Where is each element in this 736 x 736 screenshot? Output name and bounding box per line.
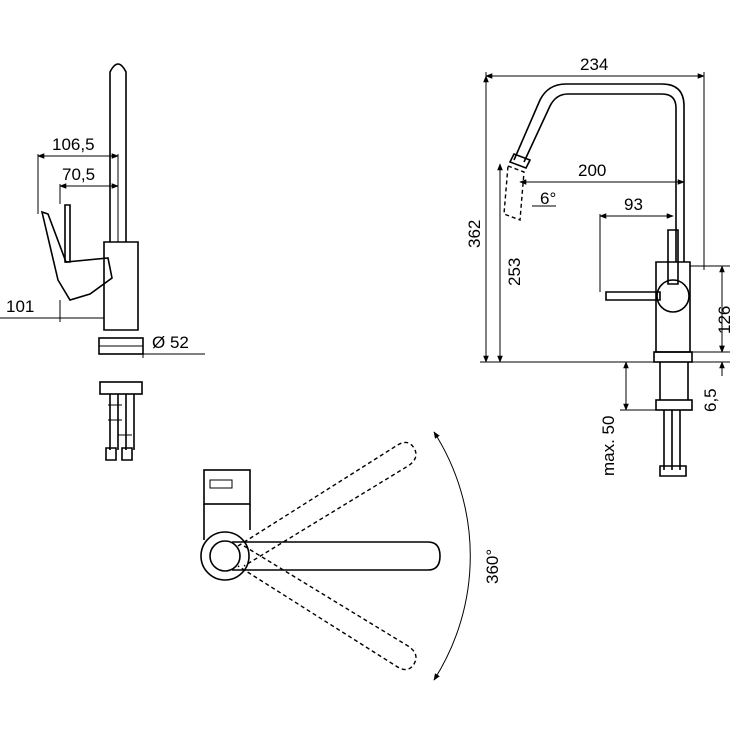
front-view: 234 200 6° 93 362 253 126 6,5 max. 50: [465, 55, 734, 477]
front-joint: [656, 279, 690, 313]
top-spout-center: [232, 541, 441, 571]
side-dim-diameter-52: Ø 52: [152, 333, 189, 352]
front-spout: [513, 83, 685, 262]
top-pivot-inner: [209, 540, 241, 572]
side-body: [103, 241, 139, 331]
front-dim-93: 93: [624, 195, 643, 214]
front-dim-253: 253: [505, 258, 524, 286]
front-dim-234: 234: [580, 55, 608, 74]
top-rotation-arc: [433, 431, 471, 681]
side-view: 106,5 70,5 101 Ø 52: [0, 63, 205, 461]
side-dim-101: 101: [6, 297, 34, 316]
side-spout: [109, 63, 127, 242]
front-dim-200: 200: [578, 161, 606, 180]
top-view: 360°: [200, 431, 502, 681]
top-spout-upper: [237, 441, 417, 567]
front-dim-126: 126: [715, 306, 734, 334]
front-base-ring: [653, 351, 693, 363]
top-dim-360-degrees: 360°: [483, 549, 502, 584]
front-dim-6-degrees: 6°: [540, 189, 556, 208]
side-lever: [40, 210, 113, 301]
side-dim-70-5: 70,5: [62, 165, 95, 184]
front-dim-362: 362: [465, 220, 484, 248]
side-mount-plate: [99, 381, 143, 395]
top-spout-lower: [237, 545, 417, 671]
side-dim-106-5: 106,5: [52, 135, 95, 154]
top-mount-block: [203, 469, 251, 505]
front-dim-6-5: 6,5: [701, 388, 720, 412]
front-lever: [605, 291, 661, 301]
front-dim-max-50: max. 50: [599, 416, 618, 476]
front-spray-head: [508, 152, 532, 170]
top-pivot-outer: [200, 531, 250, 581]
